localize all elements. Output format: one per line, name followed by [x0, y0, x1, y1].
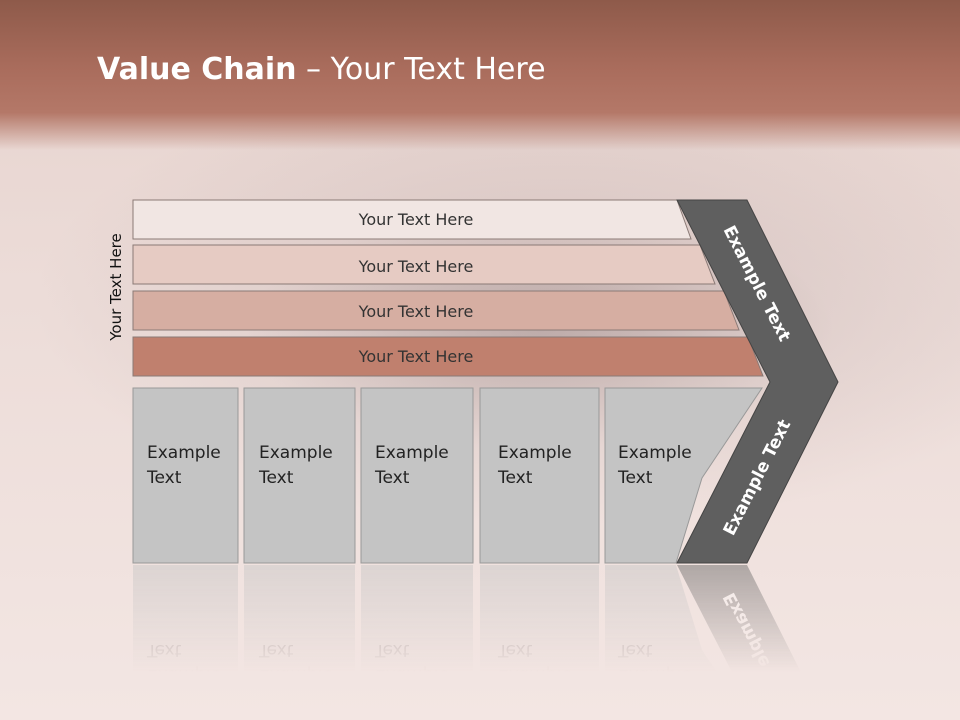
column-5-line2: Text [617, 468, 653, 488]
reflection-column-2-label: ExampleText [258, 640, 333, 685]
column-2[interactable] [243, 387, 356, 564]
bar-2-label: Your Text Here [358, 257, 474, 276]
column-4-line2: Text [497, 468, 533, 488]
bar-3[interactable] [132, 290, 740, 331]
column-5-label: Example Text [617, 443, 697, 488]
bar-4-label: Your Text Here [358, 347, 474, 366]
column-3-label: Example Text [374, 443, 454, 488]
title-bold: Value Chain [97, 52, 297, 87]
column-3-line1: Example [375, 443, 449, 463]
header-band [0, 0, 960, 150]
column-1-label: Example Text [146, 443, 226, 488]
bar-1[interactable] [132, 199, 692, 240]
column-2-line1: Example [259, 443, 333, 463]
reflection-column-1-label: ExampleText [146, 640, 221, 685]
column-2-line2: Text [258, 468, 294, 488]
bar-2[interactable] [132, 244, 716, 285]
chevron[interactable] [676, 199, 839, 564]
title-rest: – Your Text Here [296, 52, 546, 87]
bar-1-label: Your Text Here [358, 210, 474, 229]
reflection-column-3-label: ExampleText [374, 640, 449, 685]
column-1-line1: Example [147, 443, 221, 463]
bar-3-label: Your Text Here [358, 302, 474, 321]
reflection-column-2 [244, 565, 355, 720]
reflection-chevron [677, 565, 825, 720]
reflection-column-5-label: ExampleText [617, 640, 692, 685]
reflection-column-4 [480, 565, 599, 720]
reflection-column-1 [133, 565, 238, 720]
column-2-label: Example Text [258, 443, 338, 488]
column-1-line2: Text [146, 468, 182, 488]
column-4-label: Example Text [497, 443, 577, 488]
reflection-column-5 [605, 565, 749, 720]
column-4[interactable] [479, 387, 600, 564]
bar-4[interactable] [132, 336, 764, 377]
column-3[interactable] [360, 387, 474, 564]
column-3-line2: Text [374, 468, 410, 488]
column-1[interactable] [132, 387, 239, 564]
reflection-column-4-label: ExampleText [497, 640, 572, 685]
column-4-line1: Example [498, 443, 572, 463]
column-5-line1: Example [618, 443, 692, 463]
reflection: ExampleText ExampleText ExampleText Exam… [133, 565, 825, 720]
page-title: Value Chain – Your Text Here [97, 52, 546, 87]
column-5[interactable] [604, 387, 763, 564]
diagram-group: Your Text Here Your Text Here Your Text … [132, 199, 839, 564]
reflection-column-3 [361, 565, 473, 720]
